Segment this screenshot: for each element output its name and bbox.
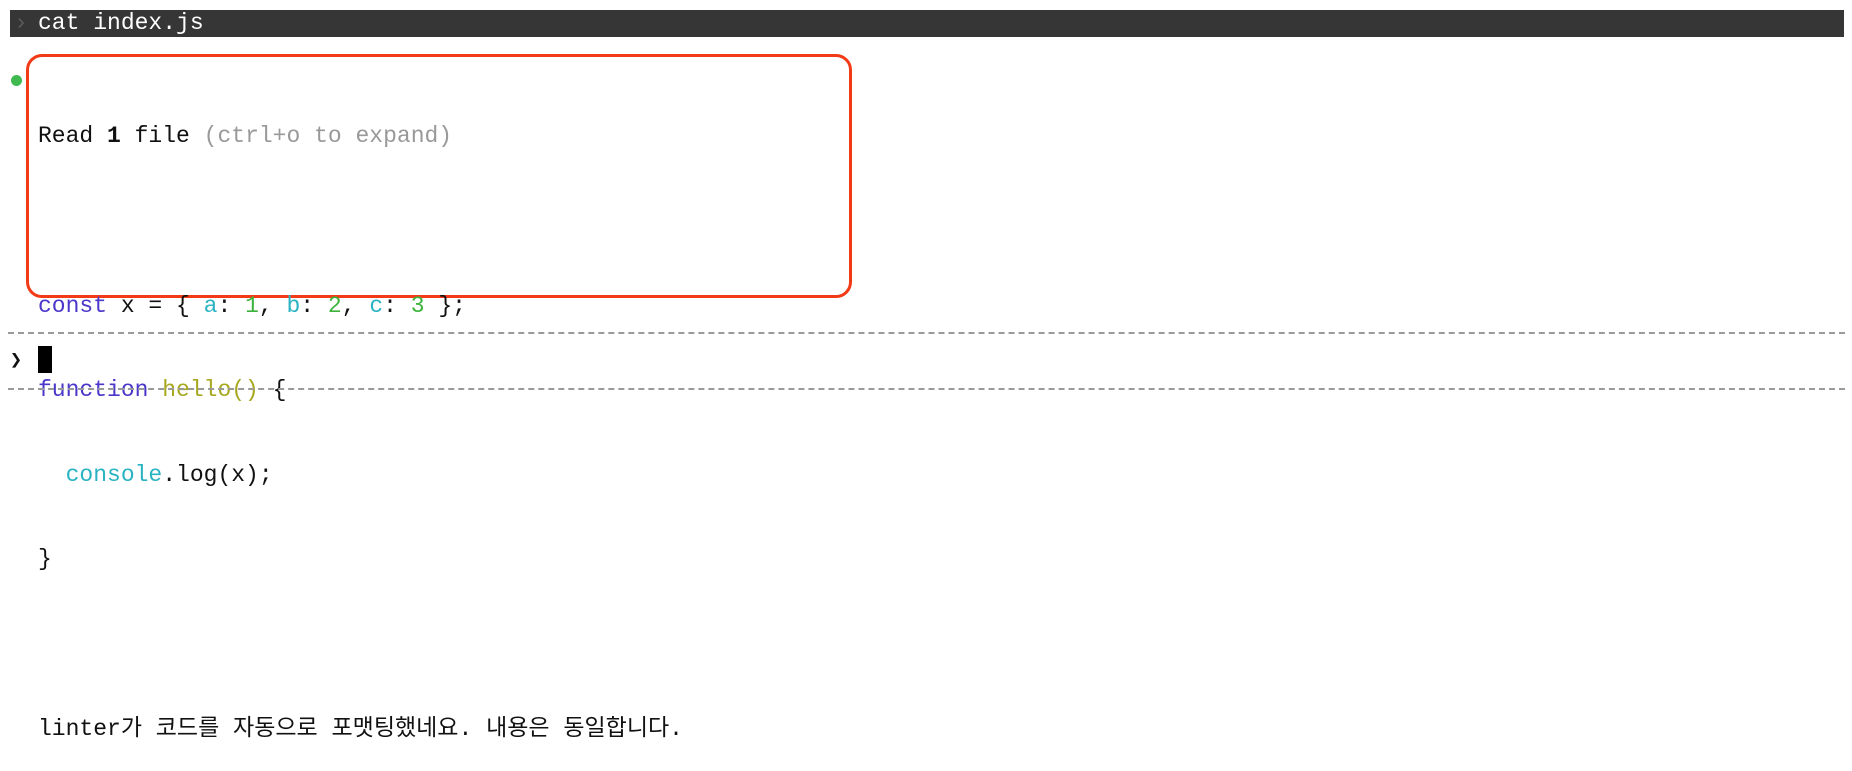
number: 1 xyxy=(245,292,259,319)
summary-prefix: Read xyxy=(38,123,108,150)
chevron-right-icon: › xyxy=(14,10,28,36)
status-dot-icon xyxy=(11,75,22,86)
code-text: }; xyxy=(424,292,466,319)
divider-bottom xyxy=(8,388,1845,390)
function-name: hello() xyxy=(162,377,259,404)
code-line: const x = { a: 1, b: 2, c: 3 }; xyxy=(38,292,683,320)
code-text xyxy=(148,377,162,403)
code-text: : xyxy=(383,292,411,319)
number: 2 xyxy=(327,292,342,319)
expand-hint: (ctrl+o to expand) xyxy=(203,123,453,150)
prompt-chevron-icon: ❯ xyxy=(10,350,23,373)
indent xyxy=(38,462,66,488)
code-text: .log(x); xyxy=(162,461,273,488)
code-line: } xyxy=(38,546,52,573)
command-bar: › cat index.js xyxy=(10,10,1844,37)
code-text: : xyxy=(217,292,246,319)
code-line: console.log(x); xyxy=(38,461,683,489)
keyword: function xyxy=(38,377,149,404)
code-text: { xyxy=(258,377,287,404)
code-text: , xyxy=(341,292,370,319)
property: b xyxy=(286,292,301,319)
property: c xyxy=(369,292,384,319)
highlight-box xyxy=(26,54,852,298)
number: 3 xyxy=(410,292,425,319)
code-text: , xyxy=(258,292,287,319)
summary-suffix: file xyxy=(120,123,204,150)
divider-top xyxy=(8,332,1845,334)
assistant-message: linter가 코드를 자동으로 포맷팅했네요. 내용은 동일합니다. xyxy=(38,715,683,742)
code-text: : xyxy=(300,292,328,319)
tool-output: Read 1 file (ctrl+o to expand) const x =… xyxy=(38,66,683,771)
object-name: console xyxy=(65,461,163,488)
code-line: function hello() { xyxy=(38,376,683,404)
code-text: x = { xyxy=(107,292,204,319)
keyword: const xyxy=(38,292,108,319)
command-text: cat index.js xyxy=(38,10,204,36)
file-count: 1 xyxy=(107,123,121,150)
property: a xyxy=(203,292,218,319)
input-cursor[interactable] xyxy=(38,346,52,373)
read-summary[interactable]: Read 1 file (ctrl+o to expand) xyxy=(38,122,683,150)
